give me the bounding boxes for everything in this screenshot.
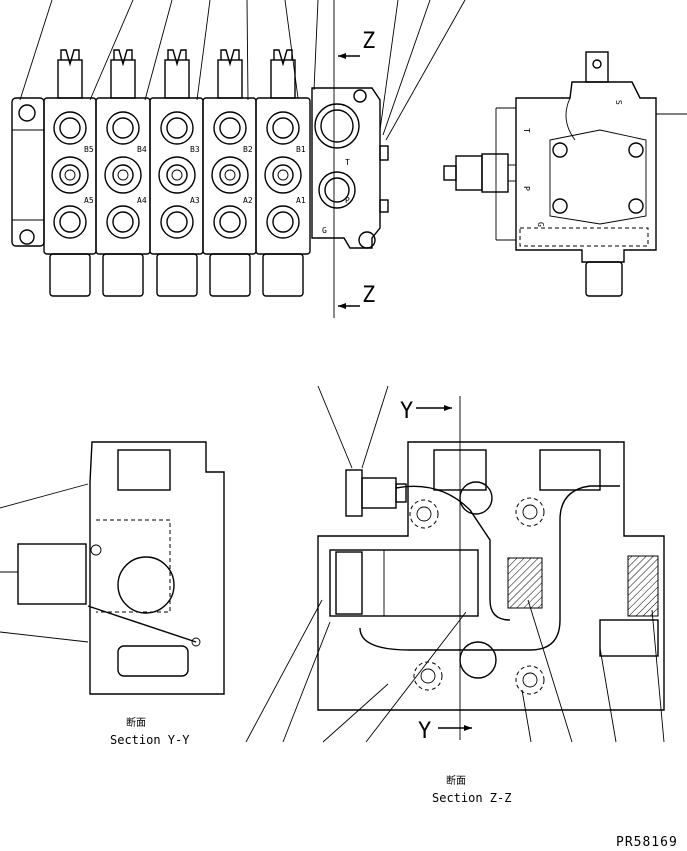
caption-zz: Section Z-Z (432, 791, 511, 805)
port-label-b1: B1 (296, 145, 306, 154)
port-label-b3: B3 (190, 145, 200, 154)
caption-yy-kanji: 断面 (126, 716, 146, 729)
section-marker-y-top: Y (400, 399, 413, 424)
caption-zz-kanji: 断面 (446, 774, 466, 787)
end-plate-label-p: P (345, 196, 350, 205)
leader-line (317, 385, 353, 469)
leader-line (196, 0, 211, 101)
end-plate-label-t: T (345, 158, 350, 167)
leader-line (0, 631, 89, 643)
leader-line (365, 611, 467, 743)
leader-line (246, 0, 249, 101)
valve-section-2 (202, 49, 257, 297)
end-plate-label-g: G (322, 226, 327, 235)
port-label-a4: A4 (137, 196, 147, 205)
section-marker-y-bottom: Y (418, 719, 431, 744)
leader-line (599, 647, 617, 743)
valve-section-4 (95, 49, 151, 297)
leader-line (651, 609, 665, 743)
leader-line (0, 483, 89, 509)
port-label-a2: A2 (243, 196, 253, 205)
leader-line (385, 0, 466, 141)
leader-line (284, 0, 299, 99)
valve-section-3 (149, 49, 204, 297)
section-zz: Y Y 断面 Section Z-Z (245, 385, 665, 805)
leader-line (527, 599, 573, 743)
leader-line (382, 0, 431, 136)
port-label-b2: B2 (243, 145, 253, 154)
port-label-a1: A1 (296, 196, 306, 205)
leader-line (322, 683, 389, 743)
section-marker-z-top: Z (362, 29, 375, 54)
leader-line (245, 599, 323, 743)
leader-line (89, 0, 134, 101)
section-yy: 断面 Section Y-Y (0, 441, 225, 747)
leader-line (521, 689, 532, 743)
port-label-a3: A3 (190, 196, 200, 205)
drawing-code: PR58169 (616, 835, 678, 850)
leader-line (313, 0, 319, 91)
side-label-s: S (614, 100, 623, 105)
leader-line (282, 621, 331, 743)
port-label-b5: B5 (84, 145, 94, 154)
leader-line (144, 0, 173, 101)
side-label-g: G (536, 222, 545, 227)
side-label-p: P (522, 186, 531, 191)
valve-section-1 (255, 49, 311, 297)
caption-yy: Section Y-Y (110, 733, 190, 747)
port-label-a5: A5 (84, 196, 94, 205)
side-label-t: T (522, 128, 531, 133)
leader-line (19, 0, 53, 101)
valve-section-5 (43, 49, 97, 297)
leader-line (379, 0, 399, 131)
port-label-b4: B4 (137, 145, 147, 154)
front-view: B5 B4 B3 B2 B1 A5 A4 A3 A2 A1 T P G Z Z (11, 0, 466, 318)
section-marker-z-bottom: Z (362, 283, 375, 308)
side-view: S T P G (443, 51, 687, 297)
leader-line (361, 385, 389, 469)
